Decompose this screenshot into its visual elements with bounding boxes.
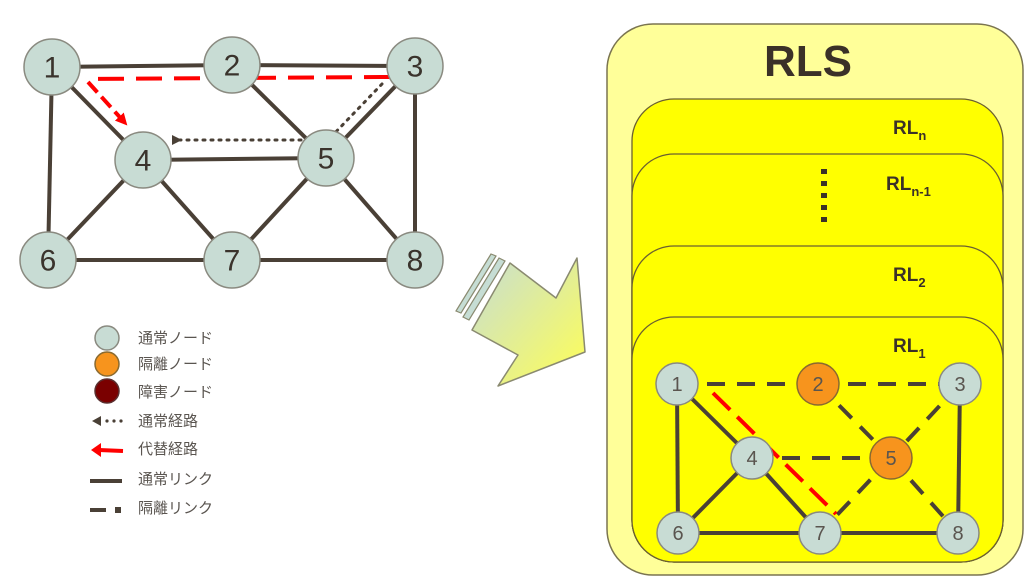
failed-node-icon [94,378,120,404]
normal-node-icon [23,38,81,96]
normal-node-icon [938,362,982,406]
normal-node-icon [114,131,172,189]
legend-item: 代替経路 [91,440,198,458]
left-links [46,63,417,262]
legend: 通常ノード 隔離ノード 障害ノード 通常経路 代替経路 [90,325,213,517]
normal-node-icon [386,231,444,289]
normal-node-icon [386,37,444,95]
normal-node-icon [655,362,699,406]
normal-node-icon [297,129,355,187]
normal-node-icon [936,511,980,555]
node-5: 5 [297,129,355,187]
rl1-node-1: 1 [655,362,699,406]
node-8: 8 [386,231,444,289]
node-3: 3 [386,37,444,95]
legend-item: 通常経路 [92,412,198,430]
legend-item: 通常リンク [90,470,213,488]
rls-title: RLS [764,37,852,86]
node-label: 7 [814,523,825,545]
normal-route-icon [92,416,123,426]
rl1-node-2: 2 [796,362,840,406]
legend-item: 隔離リンク [90,499,213,517]
node-label: 6 [672,523,683,545]
normal-node-icon [656,511,700,555]
isolated-link-icon [90,507,121,513]
normal-link-3-8 [956,383,962,534]
legend-label: 隔離ノード [138,355,213,373]
normal-node-icon [19,231,77,289]
node-label: 3 [407,51,424,84]
legend-label: 通常リンク [138,470,213,488]
node-label: 8 [407,245,424,278]
normal-node-icon [94,325,120,351]
normal-node-icon [203,36,261,94]
legend-item: 障害ノード [94,378,213,404]
isolated-node-icon [796,362,840,406]
link-1-6 [46,66,54,261]
isolated-node-icon [94,351,120,377]
node-label: 4 [746,448,757,470]
normal-node-icon [730,436,774,480]
alternate-route-arrow [86,80,128,126]
rl-layer-label: RL1 [893,336,926,361]
legend-label: 代替経路 [138,440,198,458]
rl1-node-7: 7 [798,511,842,555]
rl1-node-3: 3 [938,362,982,406]
node-label: 6 [40,245,57,278]
node-label: 2 [224,50,241,83]
node-label: 7 [224,245,241,278]
normal-link-1-6 [675,383,680,534]
node-label: 3 [954,374,965,396]
rl1-node-4: 4 [730,436,774,480]
normal-node-icon [798,511,842,555]
node-4: 4 [114,131,172,189]
node-label: 4 [135,145,152,178]
legend-label: 障害ノード [138,383,213,401]
left-network-graph: 1 2 3 4 5 6 7 8 [19,36,444,289]
legend-item: 通常ノード [94,325,213,351]
down-right-arrow-icon [455,253,586,387]
rl1-node-5: 5 [869,436,913,480]
rl1-alternate-route [711,391,838,516]
node-label: 2 [812,374,823,396]
node-label: 8 [952,523,963,545]
node-6: 6 [19,231,77,289]
node-label: 5 [885,448,896,470]
rl1-node-8: 8 [936,511,980,555]
link-1-2 [51,63,233,69]
legend-label: 通常経路 [138,412,198,430]
rl-layer-label: RL2 [893,265,926,290]
rl1-nodes: 1 2 3 4 5 6 7 8 [655,362,982,555]
node-label: 1 [671,374,682,396]
rl-layer-label: RLn [893,118,926,143]
normal-route [172,82,384,145]
node-1: 1 [23,38,81,96]
rl1-network-graph: 1 2 3 4 5 6 7 8 [655,362,982,555]
node-7: 7 [203,231,261,289]
rl1-node-6: 6 [656,511,700,555]
legend-label: 通常ノード [138,329,213,347]
node-2: 2 [203,36,261,94]
rls-panel: RLS RLn RLn-1 RL2 RL1 [606,23,1024,576]
legend-label: 隔離リンク [138,499,213,517]
rl-layer-1: RL1 1 2 3 4 5 6 7 8 [631,316,1004,563]
ellipsis-icon [821,169,827,222]
link-4-5 [142,156,327,162]
node-label: 1 [44,52,61,85]
left-nodes: 1 2 3 4 5 6 7 8 [19,36,444,289]
legend-item: 隔離ノード [94,351,213,377]
node-label: 5 [318,143,335,176]
isolated-node-icon [869,436,913,480]
link-2-3 [231,63,416,68]
alternate-route-icon [91,443,124,457]
normal-node-icon [203,231,261,289]
rl-layer-label: RLn-1 [886,174,931,199]
